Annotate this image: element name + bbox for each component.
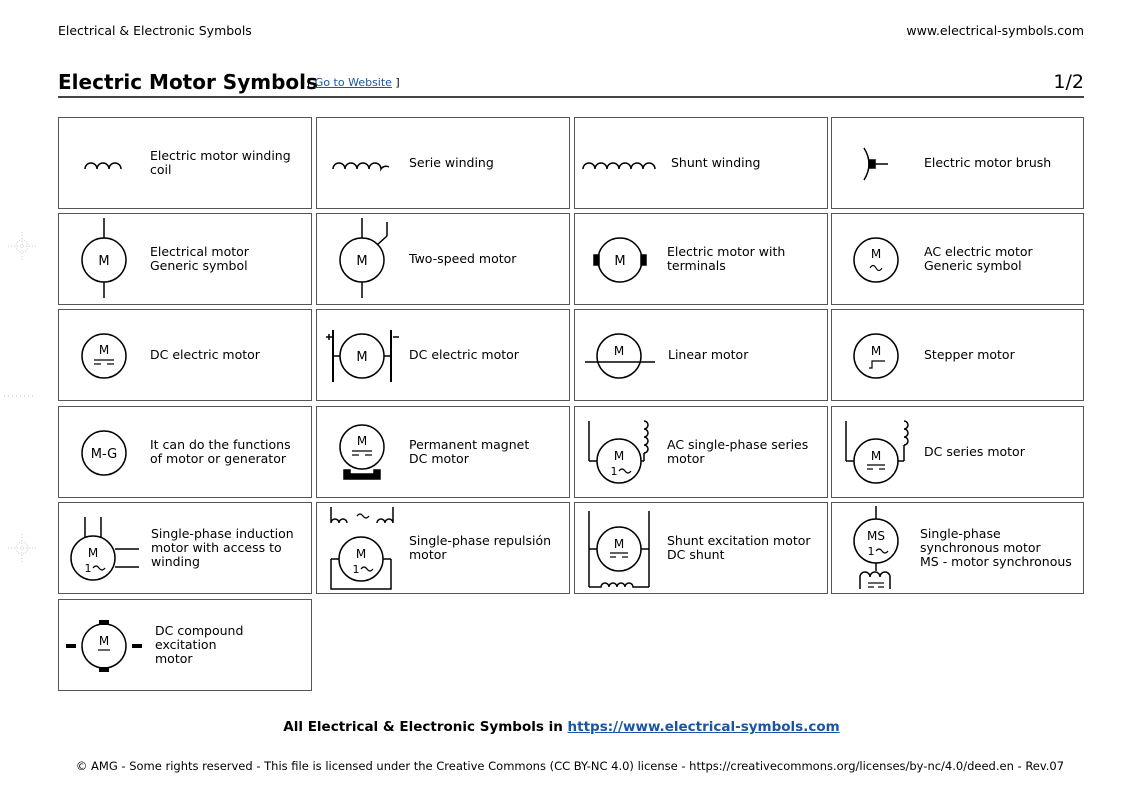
- symbol-label: Single-phase repulsión motor: [409, 533, 552, 562]
- symbol-card-ac-1ph-series: M 1 AC single-phase series motor: [574, 406, 828, 498]
- single-phase-induction-icon: M 1: [70, 517, 139, 581]
- symbol-label: AC electric motor Generic symbol: [924, 244, 1033, 273]
- symbol-label: DC compound excitation motor: [155, 623, 244, 666]
- symbol-label: Electric motor brush: [924, 155, 1052, 170]
- svg-text:M-G: M-G: [91, 447, 117, 462]
- header-site-title: Electrical & Electronic Symbols: [58, 23, 252, 38]
- ac-motor-icon: M: [853, 237, 899, 283]
- footer-promo: All Electrical & Electronic Symbols in h…: [283, 719, 840, 735]
- dc-compound-excitation-icon: M: [66, 620, 142, 672]
- symbol-card-winding-coil: Electric motor winding coil: [58, 117, 312, 209]
- svg-text:1: 1: [353, 563, 360, 576]
- svg-text:M: M: [871, 344, 881, 358]
- crosshair-mark-icon: [8, 534, 36, 562]
- two-speed-motor-icon: M: [339, 218, 388, 298]
- symbol-label: DC series motor: [924, 444, 1025, 459]
- linear-motor-icon: M: [585, 333, 655, 379]
- shunt-excitation-motor-icon: M: [588, 511, 650, 588]
- symbol-card-dc-motor-1: M DC electric motor: [58, 309, 312, 401]
- symbol-card-ac-motor: M AC electric motor Generic symbol: [831, 213, 1084, 305]
- symbol-grid: Electric motor winding coil Serie windin…: [58, 117, 1084, 691]
- title-row: Electric Motor Symbols [ Go to Website ]…: [58, 70, 1084, 96]
- dotted-mark-icon: [4, 395, 36, 397]
- svg-text:M: M: [99, 634, 109, 648]
- symbol-label: Shunt winding: [671, 155, 761, 170]
- symbol-card-motor-generic: M Electrical motor Generic symbol: [58, 213, 312, 305]
- motor-generic-icon: M: [81, 218, 127, 298]
- symbol-label: Electric motor winding coil: [150, 148, 291, 177]
- svg-text:M: M: [614, 537, 624, 551]
- symbol-label: Single-phase induction motor with access…: [151, 526, 294, 569]
- svg-text:M: M: [99, 343, 109, 357]
- symbol-label: Linear motor: [668, 347, 749, 362]
- symbol-label: DC electric motor: [409, 347, 519, 362]
- crosshair-mark-icon: [8, 232, 36, 260]
- motor-generator-icon: M-G: [81, 430, 127, 476]
- svg-text:1: 1: [868, 545, 875, 558]
- symbol-label: Electrical motor Generic symbol: [150, 244, 249, 273]
- dc-series-motor-icon: M: [845, 420, 909, 484]
- symbol-card-dc-series: M DC series motor: [831, 406, 1084, 498]
- symbol-card-shunt-winding: Shunt winding: [574, 117, 828, 209]
- svg-text:M: M: [614, 449, 624, 463]
- svg-text:MS: MS: [867, 529, 885, 543]
- footer-website-link[interactable]: https://www.electrical-symbols.com: [567, 719, 840, 735]
- symbol-card-1ph-repulsion: M 1 Single-phase repulsión motor: [316, 502, 570, 594]
- symbol-label: AC single-phase series motor: [667, 437, 809, 466]
- symbol-card-dc-compound: M DC compound excitation motor: [58, 599, 312, 691]
- dc-motor-icon: M: [81, 333, 127, 379]
- symbol-card-two-speed: M Two-speed motor: [316, 213, 570, 305]
- symbol-label: Electric motor with terminals: [667, 244, 786, 273]
- symbol-card-serie-winding: Serie winding: [316, 117, 570, 209]
- symbol-label: Permanent magnet DC motor: [409, 437, 530, 466]
- symbol-card-dc-motor-2: M DC electric motor: [316, 309, 570, 401]
- title-divider: [58, 96, 1084, 98]
- single-phase-repulsion-icon: M 1: [330, 507, 394, 590]
- svg-text:M: M: [356, 547, 366, 561]
- winding-coil-icon: [84, 162, 122, 170]
- symbol-label: Shunt excitation motor DC shunt: [667, 533, 811, 562]
- svg-text:1: 1: [85, 562, 92, 575]
- symbol-label: It can do the functions of motor or gene…: [150, 437, 291, 466]
- footer-license: © AMG - Some rights reserved - This file…: [75, 759, 1065, 773]
- single-phase-synchronous-icon: MS 1: [853, 506, 899, 589]
- go-to-website-link[interactable]: Go to Website: [314, 76, 392, 89]
- symbol-card-motor-terminals: M Electric motor with terminals: [574, 213, 828, 305]
- pm-dc-motor-icon: M: [339, 424, 385, 480]
- header-site-url: www.electrical-symbols.com: [906, 23, 1084, 38]
- symbol-card-linear-motor: M Linear motor: [574, 309, 828, 401]
- svg-text:M: M: [356, 350, 367, 365]
- svg-text:M: M: [98, 254, 109, 269]
- motor-terminals-icon: M: [593, 237, 647, 283]
- symbol-card-pm-dc-motor: M Permanent magnet DC motor: [316, 406, 570, 498]
- stepper-motor-icon: M: [853, 333, 899, 379]
- brush-icon: [863, 147, 888, 181]
- symbol-card-stepper-motor: M Stepper motor: [831, 309, 1084, 401]
- svg-text:M: M: [871, 449, 881, 463]
- symbol-card-1ph-synchronous: MS 1 Single-phase synchronous motor MS -…: [831, 502, 1084, 594]
- svg-text:M: M: [871, 247, 881, 261]
- go-to-website: [ Go to Website ]: [307, 76, 400, 89]
- svg-text:1: 1: [611, 465, 618, 478]
- page-number: 1/2: [1053, 71, 1084, 93]
- serie-winding-icon: [332, 162, 390, 172]
- symbol-card-motor-generator: M-G It can do the functions of motor or …: [58, 406, 312, 498]
- symbol-card-shunt-dc: M Shunt excitation motor DC shunt: [574, 502, 828, 594]
- page-title: Electric Motor Symbols: [58, 70, 318, 94]
- shunt-winding-icon: [582, 162, 656, 170]
- svg-text:M: M: [356, 254, 367, 269]
- svg-text:M: M: [357, 434, 367, 448]
- dc-motor-polarity-icon: M: [326, 330, 399, 382]
- svg-text:M: M: [88, 546, 98, 560]
- symbol-card-1ph-induction: M 1 Single-phase induction motor with ac…: [58, 502, 312, 594]
- ac-single-phase-series-icon: M 1: [588, 420, 649, 484]
- symbol-label: Single-phase synchronous motor MS - moto…: [920, 526, 1072, 569]
- svg-text:M: M: [614, 344, 624, 358]
- symbol-label: Stepper motor: [924, 347, 1015, 362]
- symbol-label: Serie winding: [409, 155, 494, 170]
- svg-text:M: M: [614, 254, 625, 269]
- symbol-card-motor-brush: Electric motor brush: [831, 117, 1084, 209]
- symbol-label: Two-speed motor: [409, 251, 517, 266]
- symbol-label: DC electric motor: [150, 347, 260, 362]
